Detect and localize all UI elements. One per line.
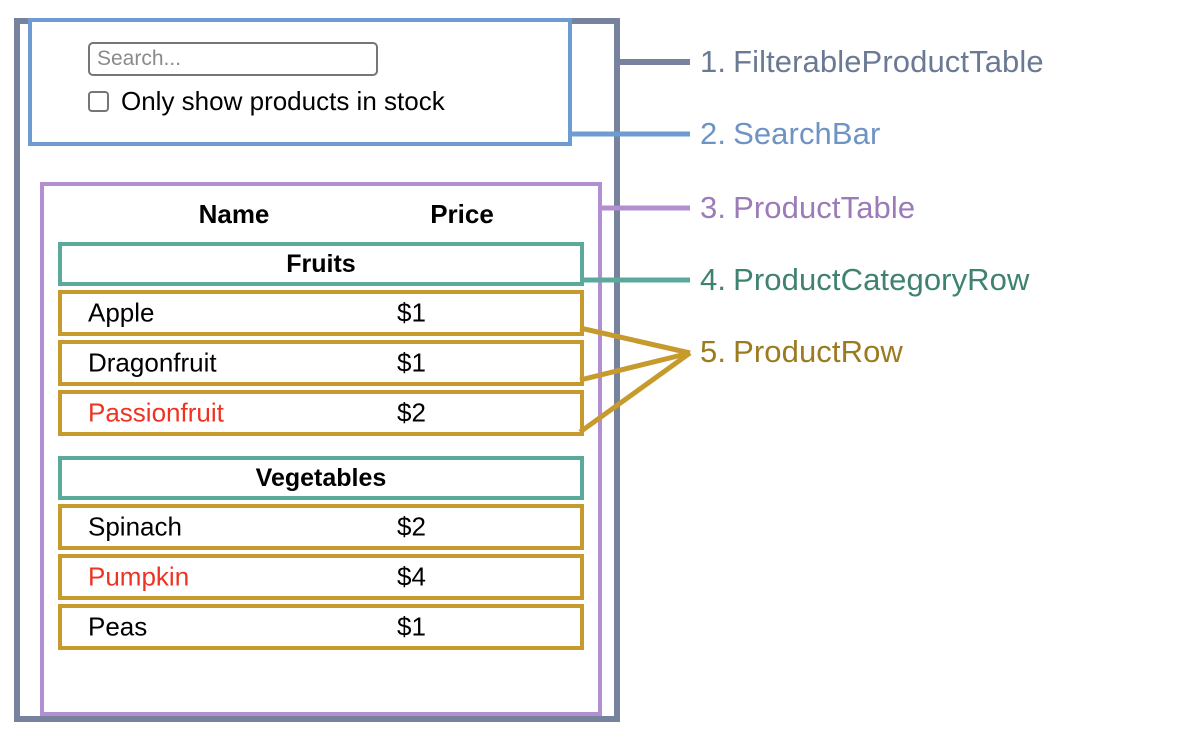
product-row[interactable]: Dragonfruit $1: [58, 340, 584, 386]
category-label: Vegetables: [255, 463, 387, 492]
search-bar-box: Only show products in stock: [28, 18, 572, 146]
legend-number: 3.: [700, 190, 727, 225]
in-stock-checkbox-label: Only show products in stock: [121, 86, 445, 116]
category-label: Fruits: [286, 249, 356, 278]
product-row[interactable]: Passionfruit $2: [58, 390, 584, 436]
legend-item-product-row: 5.ProductRow: [700, 334, 903, 370]
product-row[interactable]: Apple $1: [58, 290, 584, 336]
legend-label: FilterableProductTable: [733, 44, 1044, 79]
product-price: $4: [397, 561, 426, 592]
product-table-box: Name Price Fruits Apple $1 Dragonfruit $…: [40, 182, 602, 716]
column-header-name: Name: [198, 198, 270, 229]
product-category-row-fruits: Fruits: [58, 242, 584, 286]
legend-item-search-bar: 2.SearchBar: [700, 116, 880, 152]
legend-label: ProductTable: [733, 190, 916, 225]
product-table-header: Name Price: [44, 194, 598, 234]
product-row[interactable]: Pumpkin $4: [58, 554, 584, 600]
product-price: $1: [397, 611, 426, 642]
column-header-price: Price: [430, 198, 494, 229]
legend-number: 1.: [700, 44, 727, 79]
search-input[interactable]: [88, 42, 378, 76]
legend-item-filterable-product-table: 1.FilterableProductTable: [700, 44, 1044, 80]
product-name: Pumpkin: [88, 561, 190, 592]
product-name: Passionfruit: [88, 397, 224, 428]
in-stock-filter-row[interactable]: Only show products in stock: [88, 88, 445, 114]
legend-number: 5.: [700, 334, 727, 369]
product-price: $2: [397, 397, 426, 428]
product-name: Apple: [88, 297, 155, 328]
product-name: Spinach: [88, 511, 182, 542]
product-table-body: Fruits Apple $1 Dragonfruit $1 Passionfr…: [58, 242, 584, 654]
legend-item-product-category-row: 4.ProductCategoryRow: [700, 262, 1030, 298]
product-price: $2: [397, 511, 426, 542]
product-row[interactable]: Peas $1: [58, 604, 584, 650]
in-stock-checkbox[interactable]: [88, 90, 109, 112]
legend-label: SearchBar: [733, 116, 881, 151]
product-price: $1: [397, 347, 426, 378]
legend-label: ProductRow: [733, 334, 903, 369]
legend-item-product-table: 3.ProductTable: [700, 190, 915, 226]
legend-number: 4.: [700, 262, 727, 297]
product-row[interactable]: Spinach $2: [58, 504, 584, 550]
legend-label: ProductCategoryRow: [733, 262, 1030, 297]
product-price: $1: [397, 297, 426, 328]
product-name: Peas: [88, 611, 148, 642]
product-name: Dragonfruit: [88, 347, 217, 378]
legend-number: 2.: [700, 116, 727, 151]
product-category-row-vegetables: Vegetables: [58, 456, 584, 500]
